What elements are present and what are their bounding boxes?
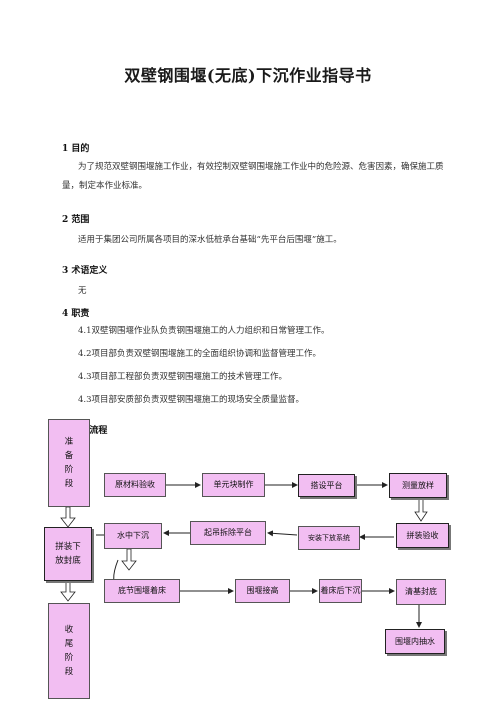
node-assembly-check: 拼装验收 [396, 523, 449, 548]
stage-prep-box: 准备阶段 [48, 419, 90, 507]
duty-item: 4.1双壁钢围堰作业队负责钢围堰施工的人力组织和日常管理工作。 [78, 326, 330, 336]
node-remove-platform: 起吊拆除平台 [190, 521, 266, 545]
node-sink-in-water: 水中下沉 [104, 523, 162, 549]
node-survey: 测量放样 [389, 473, 447, 498]
node-raw-material: 原材料验收 [104, 473, 166, 497]
section-2-text: 适用于集团公司所属各项目的深水低桩承台基础“先平台后围堰”施工。 [78, 235, 342, 245]
section-4-heading: 4 职责 [62, 309, 90, 319]
node-raise-cofferdam: 围堰接高 [235, 579, 290, 603]
page-title: 双壁钢围堰(无底)下沉作业指导书 [124, 66, 372, 85]
node-sink-after-landing: 着床后下沉 [319, 579, 362, 603]
duty-item: 4.2项目部负责双壁钢围堰施工的全面组织协调和监督管理工作。 [78, 349, 322, 359]
stage-close-box: 收尾阶段 [48, 603, 90, 699]
node-lowering-system: 安装下放系统 [298, 526, 360, 550]
duty-item: 4.3项目部工程部负责双壁钢围堰施工的技术管理工作。 [78, 372, 288, 382]
node-dewater: 围堰内抽水 [385, 629, 445, 654]
node-clean-seal: 清基封底 [396, 579, 446, 605]
section-3-heading: 3 术语定义 [62, 266, 108, 276]
section-1-text: 为了规范双壁钢围堰施工作业，有效控制双壁钢围堰施工作业中的危险源、危害因素，确保… [62, 162, 444, 191]
stage-assemble-box: 拼装下放封底 [44, 527, 92, 581]
section-3-text: 无 [78, 286, 87, 296]
node-bottom-landing: 底节围堰着床 [104, 579, 180, 603]
duty-item: 4.3项目部安质部负责双壁钢围堰施工的现场安全质量监督。 [78, 395, 305, 405]
section-1-heading: 1 目的 [62, 144, 90, 154]
section-2-heading: 2 范围 [62, 215, 90, 225]
node-unit-block: 单元块制作 [202, 473, 265, 497]
node-platform: 搭设平台 [298, 474, 355, 497]
